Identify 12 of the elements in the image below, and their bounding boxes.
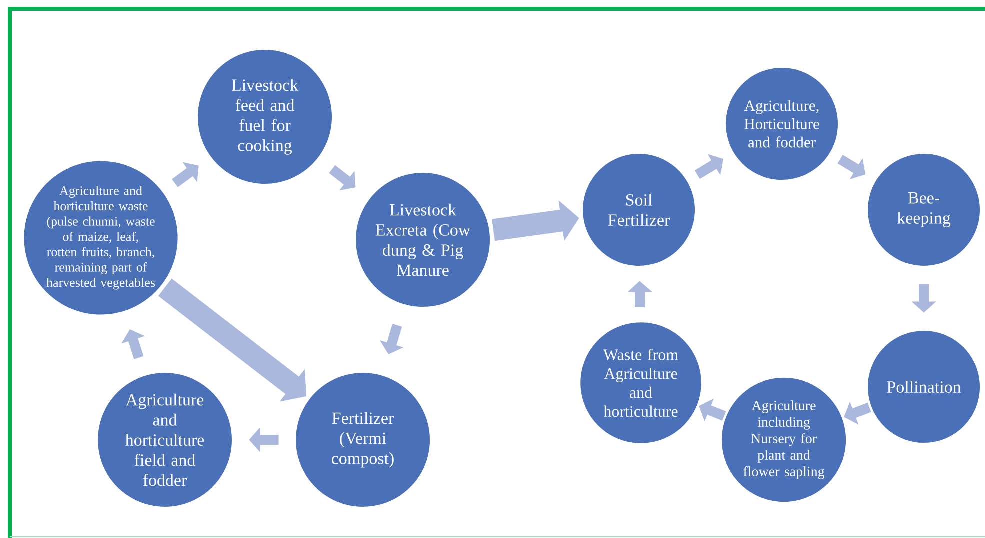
circle-node: Livestock feed and fuel for cooking: [198, 50, 332, 184]
circle-node: Agriculture and horticulture waste (pulse chunni, waste of maize, leaf, rotten fruits, branch, remaining part of harvested vegetables: [24, 161, 178, 315]
circle-node: Fertilizer (Vermi compost): [296, 373, 430, 507]
circle-node: Agriculture, Horticulture and fodder: [726, 68, 838, 180]
circle-node: Livestock Excreta (Cow dung & Pig Manure: [356, 173, 490, 307]
circle-node: Agriculture including Nursery for plant and flower sapling: [722, 378, 846, 502]
circle-node: Pollination: [868, 331, 980, 443]
block-arrow: [172, 162, 199, 188]
circle-node: Agriculture and horticulture field and fodder: [98, 373, 232, 507]
circle-node: Soil Fertilizer: [583, 154, 695, 266]
circle-node: Bee-keeping: [868, 154, 980, 266]
circle-node: Waste from Agriculture and horticulture: [580, 322, 702, 444]
